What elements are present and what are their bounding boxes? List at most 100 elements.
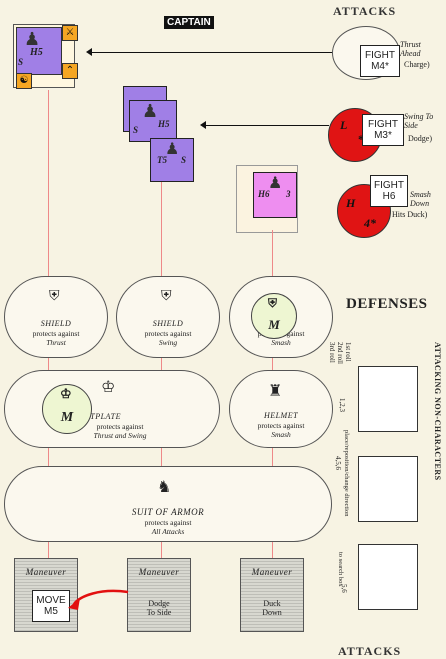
shield-icon: ⛨ (268, 296, 278, 310)
chip-letter: M (60, 410, 74, 425)
shield-icon: ⛨ (161, 289, 172, 304)
defense-line2: All Attacks (151, 527, 185, 536)
captain-corner: S (18, 57, 24, 67)
note-search: to search box (337, 552, 344, 587)
helmet-box[interactable]: ♜ HELMET protects against Smash (229, 370, 333, 448)
maneuver-line1: Dodge (148, 599, 170, 608)
move-arrow (68, 589, 129, 610)
maneuver-line2: Down (262, 608, 282, 617)
defense-line2: Smash (271, 338, 291, 347)
red-value-heavy: 4* (364, 216, 376, 230)
counter-code: H5 (158, 119, 170, 129)
arrow-head-1 (86, 48, 92, 56)
search-box-3[interactable] (358, 544, 418, 610)
counter-code: T5 (157, 155, 167, 165)
fight-chit-3[interactable]: FIGHT H6 (370, 175, 408, 207)
link-line (161, 540, 162, 558)
captain-code: H5 (30, 47, 43, 58)
maneuver-title: Maneuver (25, 567, 67, 577)
warrior-figure-icon: ♟ (165, 141, 180, 158)
attack-text-swing: Swing To Side (404, 112, 434, 130)
defense-line1: protects against (32, 329, 80, 338)
dagger-icon[interactable]: ☯ (16, 73, 32, 89)
link-line (161, 182, 162, 276)
fight-chit-2[interactable]: FIGHT M3* (362, 114, 404, 146)
note-place: place/reposition/change direction (343, 430, 350, 517)
shield-icon: ⛨ (49, 289, 60, 304)
captain-counter-face (16, 27, 62, 75)
row-label-2: 4,5,6 (334, 456, 342, 470)
maneuver-box-3[interactable]: Maneuver Duck Down (240, 558, 304, 632)
armor-chip-m[interactable]: M ⛨ (251, 293, 297, 339)
breastplate-icon: ♔ (60, 386, 72, 401)
row-label-3: 5,6 (340, 584, 348, 593)
arrow-head-2 (200, 121, 206, 129)
warrior-figure-icon: ♟ (24, 29, 41, 49)
captain-label: CAPTAIN (164, 16, 214, 29)
roll-label-2: 2nd roll (336, 342, 344, 364)
armor-chip-m[interactable]: M ♔ (42, 384, 92, 434)
breastplate-box[interactable]: ♔ EASTPLATE protects against Thrust and … (4, 370, 220, 448)
move-chit[interactable]: MOVE M5 (32, 590, 70, 622)
defense-line2: Swing (158, 338, 178, 347)
maneuver-line2: To Side (146, 608, 172, 617)
attack-sub-thrust: Charge) (404, 60, 430, 69)
attacking-non-characters-label: ATTACKING NON-CHARACTERS (433, 342, 442, 481)
defense-name: SHIELD (40, 319, 72, 328)
red-value-mid: * (358, 132, 364, 146)
sword-icon[interactable]: ⚔ (62, 25, 78, 41)
link-line (161, 446, 162, 466)
captain-counter[interactable]: ⚔ ⌃ ☯ H5 S ♟ (13, 24, 78, 89)
attack-sub-swing: Dodge) (408, 134, 432, 143)
counter-corner: S (133, 125, 139, 135)
suit-of-armor-box[interactable]: ♞ SUIT OF ARMOR protects against All Att… (4, 466, 332, 542)
chevron-up-icon[interactable]: ⌃ (62, 63, 78, 79)
arrow-to-stack (205, 125, 329, 126)
roll-label-1: 1st roll (344, 342, 352, 362)
search-box-1[interactable] (358, 366, 418, 432)
counter-corner: S (181, 155, 187, 165)
attack-text-thrust: Thrust Ahead (400, 40, 421, 58)
defense-line2: Smash (271, 430, 291, 439)
attacks-title: ATTACKS (333, 4, 397, 18)
maneuver-title: Maneuver (251, 567, 293, 577)
counter-stack-front[interactable]: ♟ T5 S (150, 138, 194, 182)
defenses-title: DEFENSES (346, 296, 428, 312)
arrow-to-captain (90, 52, 337, 53)
shield-thrust-box[interactable]: ⛨ SHIELD protects against Thrust (4, 276, 108, 358)
link-line (48, 90, 49, 276)
defense-line1: protects against (144, 329, 192, 338)
helmet-figure-icon: ♔ (101, 379, 116, 396)
maneuver-box-2[interactable]: Maneuver Dodge To Side (127, 558, 191, 632)
maneuver-title: Maneuver (138, 567, 180, 577)
row-label-1: 1,2,3 (338, 398, 346, 412)
roll-label-3: 3rd roll (328, 342, 336, 363)
defense-line2: Thrust and Swing (93, 431, 147, 440)
pink-counter[interactable]: ♟ H6 3 (253, 172, 297, 218)
maneuver-line1: Duck (263, 599, 281, 608)
link-line (48, 356, 49, 370)
red-letter-L: L (340, 118, 348, 132)
knight-helmet-icon: ♞ (157, 479, 172, 496)
link-line (48, 446, 49, 466)
defense-line2: Thrust (46, 338, 66, 347)
counter-corner: 3 (286, 189, 291, 199)
link-line (272, 446, 273, 466)
shield-swing-box[interactable]: ⛨ SHIELD protects against Swing (116, 276, 220, 358)
attack-sub-smash: Hits Duck) (392, 210, 428, 219)
defense-name: SHIELD (152, 319, 184, 328)
defense-line1: protects against (96, 422, 144, 431)
defense-line1: protects against (257, 421, 305, 430)
link-line (272, 540, 273, 558)
warrior-figure-icon: ♟ (268, 175, 283, 192)
fight-chit-1[interactable]: FIGHT M4* (360, 45, 400, 77)
search-box-2[interactable] (358, 456, 418, 522)
defense-line1: protects against (144, 518, 192, 527)
counter-stack-mid[interactable]: ♟ H5 S (129, 100, 177, 142)
link-line (161, 356, 162, 370)
chip-letter: M (268, 317, 280, 332)
counter-code: H6 (258, 189, 270, 199)
defense-name: SUIT OF ARMOR (131, 507, 205, 517)
defense-name: HELMET (263, 411, 299, 420)
warrior-figure-icon: ♟ (142, 101, 159, 121)
